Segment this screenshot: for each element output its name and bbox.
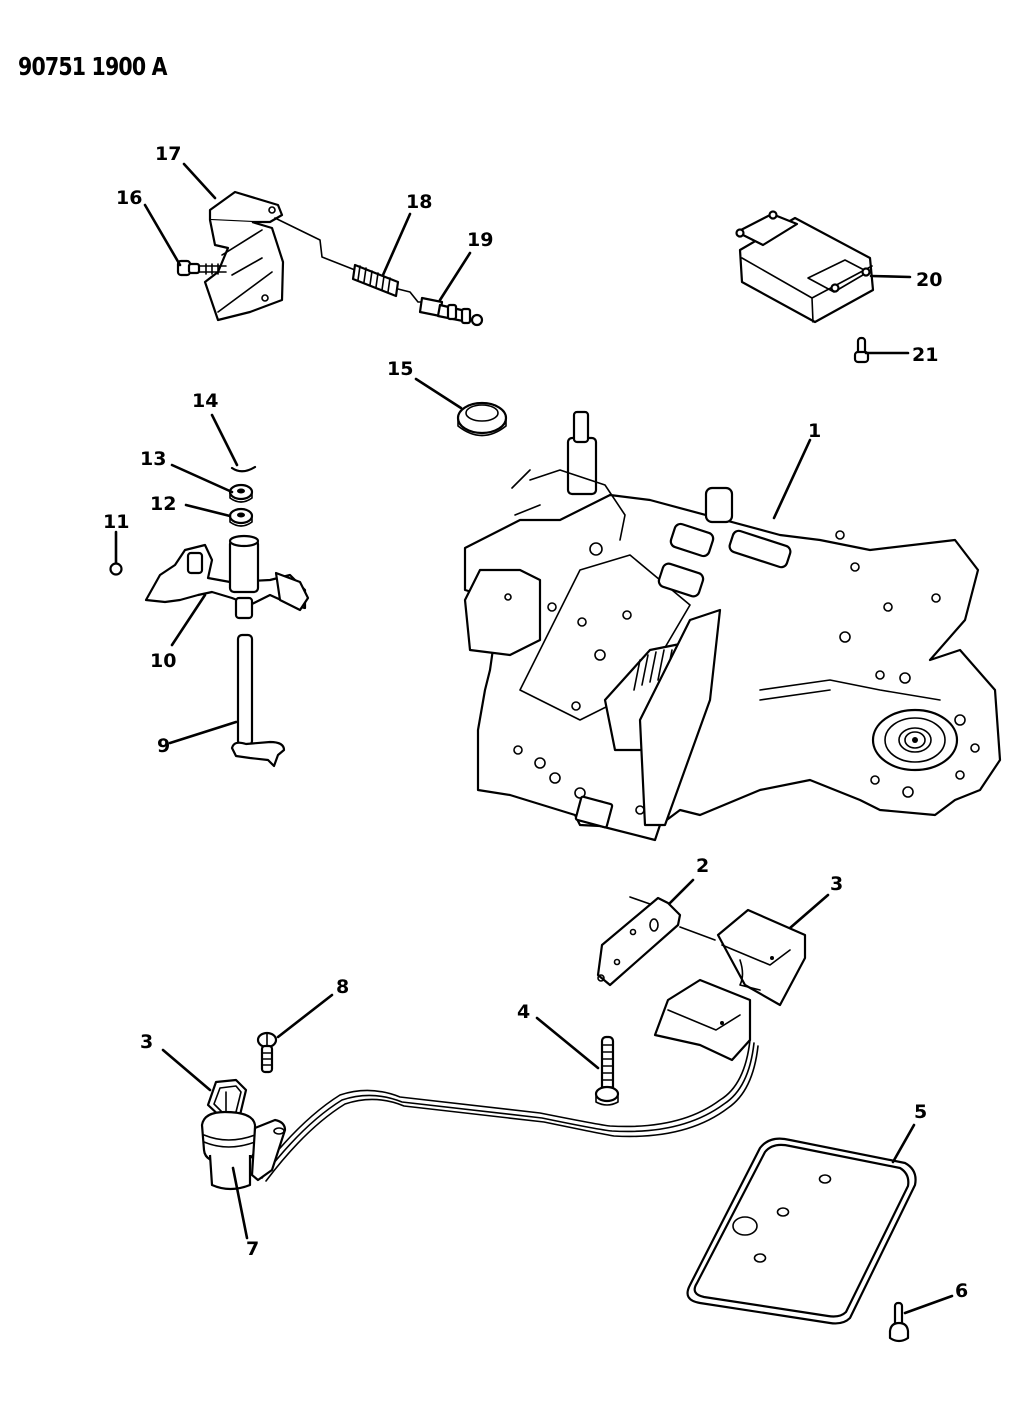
valve-19-drawing (418, 296, 484, 327)
bracket-plate-2-drawing (596, 896, 716, 987)
callout-6: 6 (955, 1280, 968, 1302)
callout-12: 12 (150, 493, 176, 515)
leader-lines (114, 162, 954, 1315)
callout-4: 4 (517, 1001, 530, 1023)
document-id: 90751 1900 A (18, 52, 167, 81)
bolt-6-drawing (888, 1301, 910, 1343)
callout-5: 5 (914, 1101, 927, 1123)
callout-15: 15 (387, 358, 413, 380)
callout-3-connector: 3 (140, 1031, 153, 1053)
spring-18-drawing (351, 263, 427, 303)
screw-21-drawing (853, 336, 870, 364)
bolt-16-drawing (176, 259, 227, 277)
callout-9: 9 (157, 735, 170, 757)
callout-13: 13 (140, 448, 166, 470)
wire-harness-drawing (257, 1039, 759, 1182)
ball-11-drawing (109, 562, 123, 576)
callout-labels: 1 2 3 3 4 5 6 7 8 9 10 11 12 13 14 15 16… (103, 143, 968, 1302)
callout-19: 19 (467, 229, 493, 251)
seal-ring-15-drawing (456, 401, 508, 437)
clip-14-drawing (230, 465, 257, 473)
callout-7: 7 (246, 1238, 259, 1260)
bracket-17-drawing (203, 190, 285, 322)
lever-10-drawing (144, 534, 310, 620)
bolt-4-drawing (594, 1035, 620, 1106)
sensor-body-7-drawing (200, 1110, 287, 1191)
callout-11: 11 (103, 511, 129, 533)
module-20-drawing (735, 210, 875, 324)
callout-14: 14 (192, 390, 218, 412)
callout-17: 17 (155, 143, 181, 165)
callout-18: 18 (406, 191, 432, 213)
callout-10: 10 (150, 650, 176, 672)
callout-16: 16 (116, 187, 142, 209)
filter-gasket-5-drawing (686, 1137, 917, 1325)
callout-8: 8 (336, 976, 349, 998)
shaft-9-drawing (230, 633, 286, 768)
callout-3: 3 (830, 873, 843, 895)
solenoid-3-drawing (653, 908, 807, 1062)
washer-13-drawing (228, 483, 254, 503)
callout-1: 1 (808, 420, 821, 442)
seal-12-drawing (228, 507, 254, 527)
callout-2: 2 (696, 855, 709, 877)
screw-8-drawing (256, 1031, 278, 1074)
callout-20: 20 (916, 269, 942, 291)
link-wire-17-18 (274, 217, 356, 271)
callout-21: 21 (912, 344, 938, 366)
valve-body-1-drawing (463, 410, 1002, 842)
